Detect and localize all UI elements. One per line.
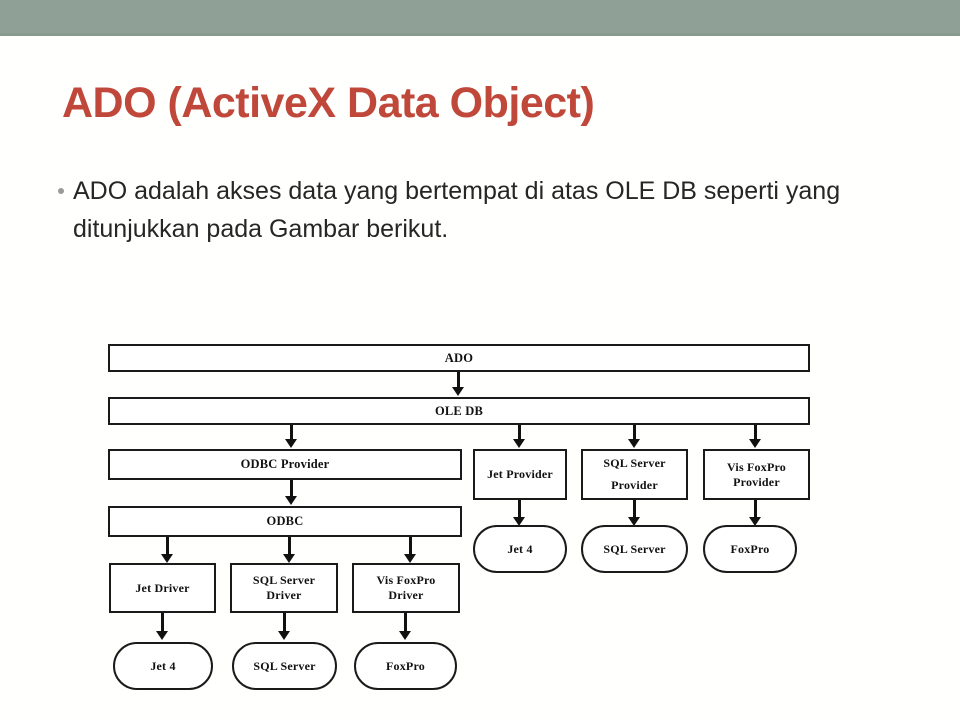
arrowhead-oledb-sqlserverprovider xyxy=(628,439,640,448)
diagram-node-foxpro-right[interactable]: FoxPro xyxy=(703,525,797,573)
arrowhead-visfoxprodriver-foxpro xyxy=(399,631,411,640)
connector-odbc-sqlserverdriver xyxy=(288,537,291,555)
arrowhead-odbc-visfoxprodriver xyxy=(404,554,416,563)
diagram-node-jet-driver[interactable]: Jet Driver xyxy=(109,563,216,613)
connector-odbc-visfoxprodriver xyxy=(409,537,412,555)
bullet-item-text: ADO adalah akses data yang bertempat di … xyxy=(73,177,841,243)
diagram-node-jet-provider[interactable]: Jet Provider xyxy=(473,449,567,500)
diagram-node-jet4-right-label: Jet 4 xyxy=(507,541,533,556)
connector-jetdriver-jet4 xyxy=(161,613,164,632)
diagram-node-odbc[interactable]: ODBC xyxy=(108,506,462,537)
arrowhead-ado-oledb xyxy=(452,387,464,396)
arrowhead-oledb-jetprovider xyxy=(513,439,525,448)
connector-ado-oledb xyxy=(457,372,460,389)
diagram-node-sql-server-left-label: SQL Server xyxy=(253,658,316,673)
diagram-node-ole-db-label: OLE DB xyxy=(434,403,484,418)
diagram-node-sql-server-driver[interactable]: SQL Server Driver xyxy=(230,563,338,613)
diagram-node-ole-db[interactable]: OLE DB xyxy=(108,397,810,425)
diagram-node-sql-server-driver-label: SQL Server Driver xyxy=(252,573,316,602)
arrowhead-sqlserverdriver-sqlserver xyxy=(278,631,290,640)
diagram-node-odbc-label: ODBC xyxy=(266,514,304,528)
arrowhead-oledb-visfoxproprovider xyxy=(749,439,761,448)
connector-odbc-jetdriver xyxy=(166,537,169,555)
diagram-node-vis-foxpro-provider[interactable]: Vis FoxPro Provider xyxy=(703,449,810,500)
connector-oledb-sqlserverprovider xyxy=(633,425,636,441)
arrowhead-odbc-sqlserverdriver xyxy=(283,554,295,563)
connector-sqlserverdriver-sqlserver xyxy=(283,613,286,632)
arrowhead-oledb-odbcprovider xyxy=(285,439,297,448)
diagram-node-jet4-left[interactable]: Jet 4 xyxy=(113,642,213,690)
bullet-dot-icon xyxy=(58,188,64,194)
diagram-node-sql-server-provider-label: SQL Server Provider xyxy=(603,456,666,492)
diagram-node-foxpro-left-label: FoxPro xyxy=(386,658,425,673)
connector-oledb-odbcprovider xyxy=(290,425,293,441)
connector-oledb-visfoxproprovider xyxy=(754,425,757,441)
page-title: ADO (ActiveX Data Object) xyxy=(62,79,595,127)
connector-odbcprovider-odbc xyxy=(290,480,293,497)
connector-jetprovider-jet4 xyxy=(518,500,521,518)
diagram-node-jet4-right[interactable]: Jet 4 xyxy=(473,525,567,573)
diagram-node-vis-foxpro-provider-label: Vis FoxPro Provider xyxy=(727,459,786,489)
diagram-node-jet-driver-label: Jet Driver xyxy=(135,580,190,595)
connector-sqlserverprovider-sqlserver xyxy=(633,500,636,518)
diagram-node-jet4-left-label: Jet 4 xyxy=(150,658,176,673)
diagram-node-foxpro-right-label: FoxPro xyxy=(730,541,770,556)
bullet-list-item: ADO adalah akses data yang bertempat di … xyxy=(58,172,938,248)
diagram-node-vis-foxpro-driver-label: Vis FoxPro Driver xyxy=(376,573,436,602)
diagram-node-sql-server-provider[interactable]: SQL Server Provider xyxy=(581,449,688,500)
slide-header-rule xyxy=(0,33,960,36)
diagram-node-foxpro-left[interactable]: FoxPro xyxy=(354,642,457,690)
diagram-node-sql-server-right[interactable]: SQL Server xyxy=(581,525,688,573)
diagram-node-vis-foxpro-driver[interactable]: Vis FoxPro Driver xyxy=(352,563,460,613)
diagram-node-ado[interactable]: ADO xyxy=(108,344,810,372)
diagram-node-odbc-provider-label: ODBC Provider xyxy=(240,457,330,471)
connector-visfoxproprovider-foxpro xyxy=(754,500,757,518)
diagram-node-sql-server-right-label: SQL Server xyxy=(603,541,666,556)
slide-header-band xyxy=(0,0,960,33)
diagram-node-sql-server-left[interactable]: SQL Server xyxy=(232,642,337,690)
diagram-node-jet-provider-label: Jet Provider xyxy=(487,467,553,481)
arrowhead-odbc-jetdriver xyxy=(161,554,173,563)
diagram-node-ado-label: ADO xyxy=(444,350,474,365)
arrowhead-odbcprovider-odbc xyxy=(285,496,297,505)
arrowhead-jetdriver-jet4 xyxy=(156,631,168,640)
connector-visfoxprodriver-foxpro xyxy=(404,613,407,632)
diagram-node-odbc-provider[interactable]: ODBC Provider xyxy=(108,449,462,480)
connector-oledb-jetprovider xyxy=(518,425,521,441)
